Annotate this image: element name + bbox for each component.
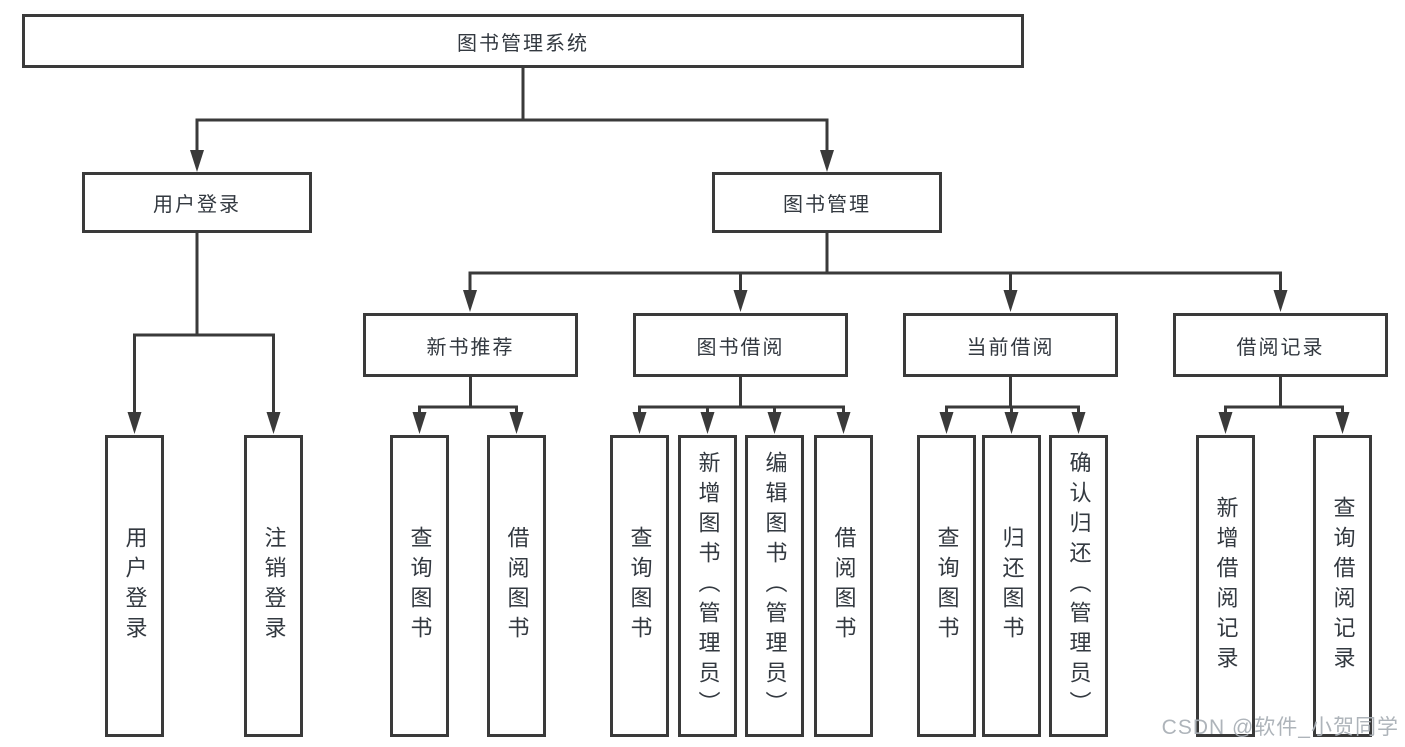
- leaf-label: 查询图书: [407, 526, 433, 646]
- arrow-down-icon: [463, 290, 477, 312]
- arrow-down-icon: [733, 290, 748, 312]
- leaf-label: 新增图书（管理员）: [695, 451, 721, 721]
- node-user-login: 用户登录: [82, 172, 312, 233]
- node-leaf-query-books-current: 查询图书: [917, 435, 976, 737]
- node-book-management: 图书管理: [712, 172, 942, 233]
- leaf-label: 查询图书: [934, 526, 960, 646]
- node-root: 图书管理系统: [22, 14, 1024, 68]
- arrow-down-icon: [190, 150, 204, 172]
- arrow-down-icon: [939, 412, 954, 434]
- node-new-book-recommend: 新书推荐: [363, 313, 578, 377]
- node-leaf-edit-books-admin: 编辑图书（管理员）: [745, 435, 804, 737]
- node-leaf-logout: 注销登录: [244, 435, 303, 737]
- arrow-down-icon: [266, 412, 281, 434]
- node-leaf-query-borrow-record: 查询借阅记录: [1313, 435, 1372, 737]
- leaf-label: 确认归还（管理员）: [1066, 451, 1092, 721]
- leaf-label: 借阅图书: [831, 526, 857, 646]
- node-leaf-user-login: 用户登录: [105, 435, 164, 737]
- arrow-down-icon: [412, 412, 427, 434]
- node-leaf-confirm-return-admin: 确认归还（管理员）: [1049, 435, 1108, 737]
- leaf-label: 新增借阅记录: [1213, 496, 1239, 676]
- arrow-down-icon: [1218, 412, 1233, 434]
- node-leaf-return-books: 归还图书: [982, 435, 1041, 737]
- leaf-label: 归还图书: [999, 526, 1025, 646]
- connector-lines: [133, 68, 1344, 413]
- node-leaf-borrow-books: 借阅图书: [814, 435, 873, 737]
- arrow-down-icon: [1003, 290, 1018, 312]
- node-borrow-records: 借阅记录: [1173, 313, 1388, 377]
- arrow-down-icon: [1273, 290, 1288, 312]
- arrow-down-icon: [1071, 412, 1086, 434]
- leaf-label: 编辑图书（管理员）: [762, 451, 788, 721]
- leaf-label: 查询借阅记录: [1330, 496, 1356, 676]
- arrow-down-icon: [1004, 412, 1019, 434]
- node-leaf-borrow-books-recommend: 借阅图书: [487, 435, 546, 737]
- leaf-label: 借阅图书: [504, 526, 530, 646]
- node-leaf-query-books-borrow: 查询图书: [610, 435, 669, 737]
- leaf-label: 用户登录: [122, 526, 148, 646]
- arrow-down-icon: [767, 412, 782, 434]
- node-current-borrow: 当前借阅: [903, 313, 1118, 377]
- node-leaf-add-borrow-record: 新增借阅记录: [1196, 435, 1255, 737]
- node-leaf-query-books-recommend: 查询图书: [390, 435, 449, 737]
- arrow-down-icon: [1335, 412, 1350, 434]
- arrow-down-icon: [509, 412, 524, 434]
- csdn-watermark: CSDN @软件_小贺同学: [1161, 716, 1399, 739]
- leaf-label: 注销登录: [261, 526, 287, 646]
- node-book-borrow: 图书借阅: [633, 313, 848, 377]
- arrow-down-icon: [836, 412, 851, 434]
- leaf-label: 查询图书: [627, 526, 653, 646]
- arrow-down-icon: [820, 150, 834, 172]
- arrow-down-icon: [127, 412, 142, 434]
- node-leaf-add-books-admin: 新增图书（管理员）: [678, 435, 737, 737]
- arrow-down-icon: [700, 412, 715, 434]
- arrow-down-icon: [632, 412, 647, 434]
